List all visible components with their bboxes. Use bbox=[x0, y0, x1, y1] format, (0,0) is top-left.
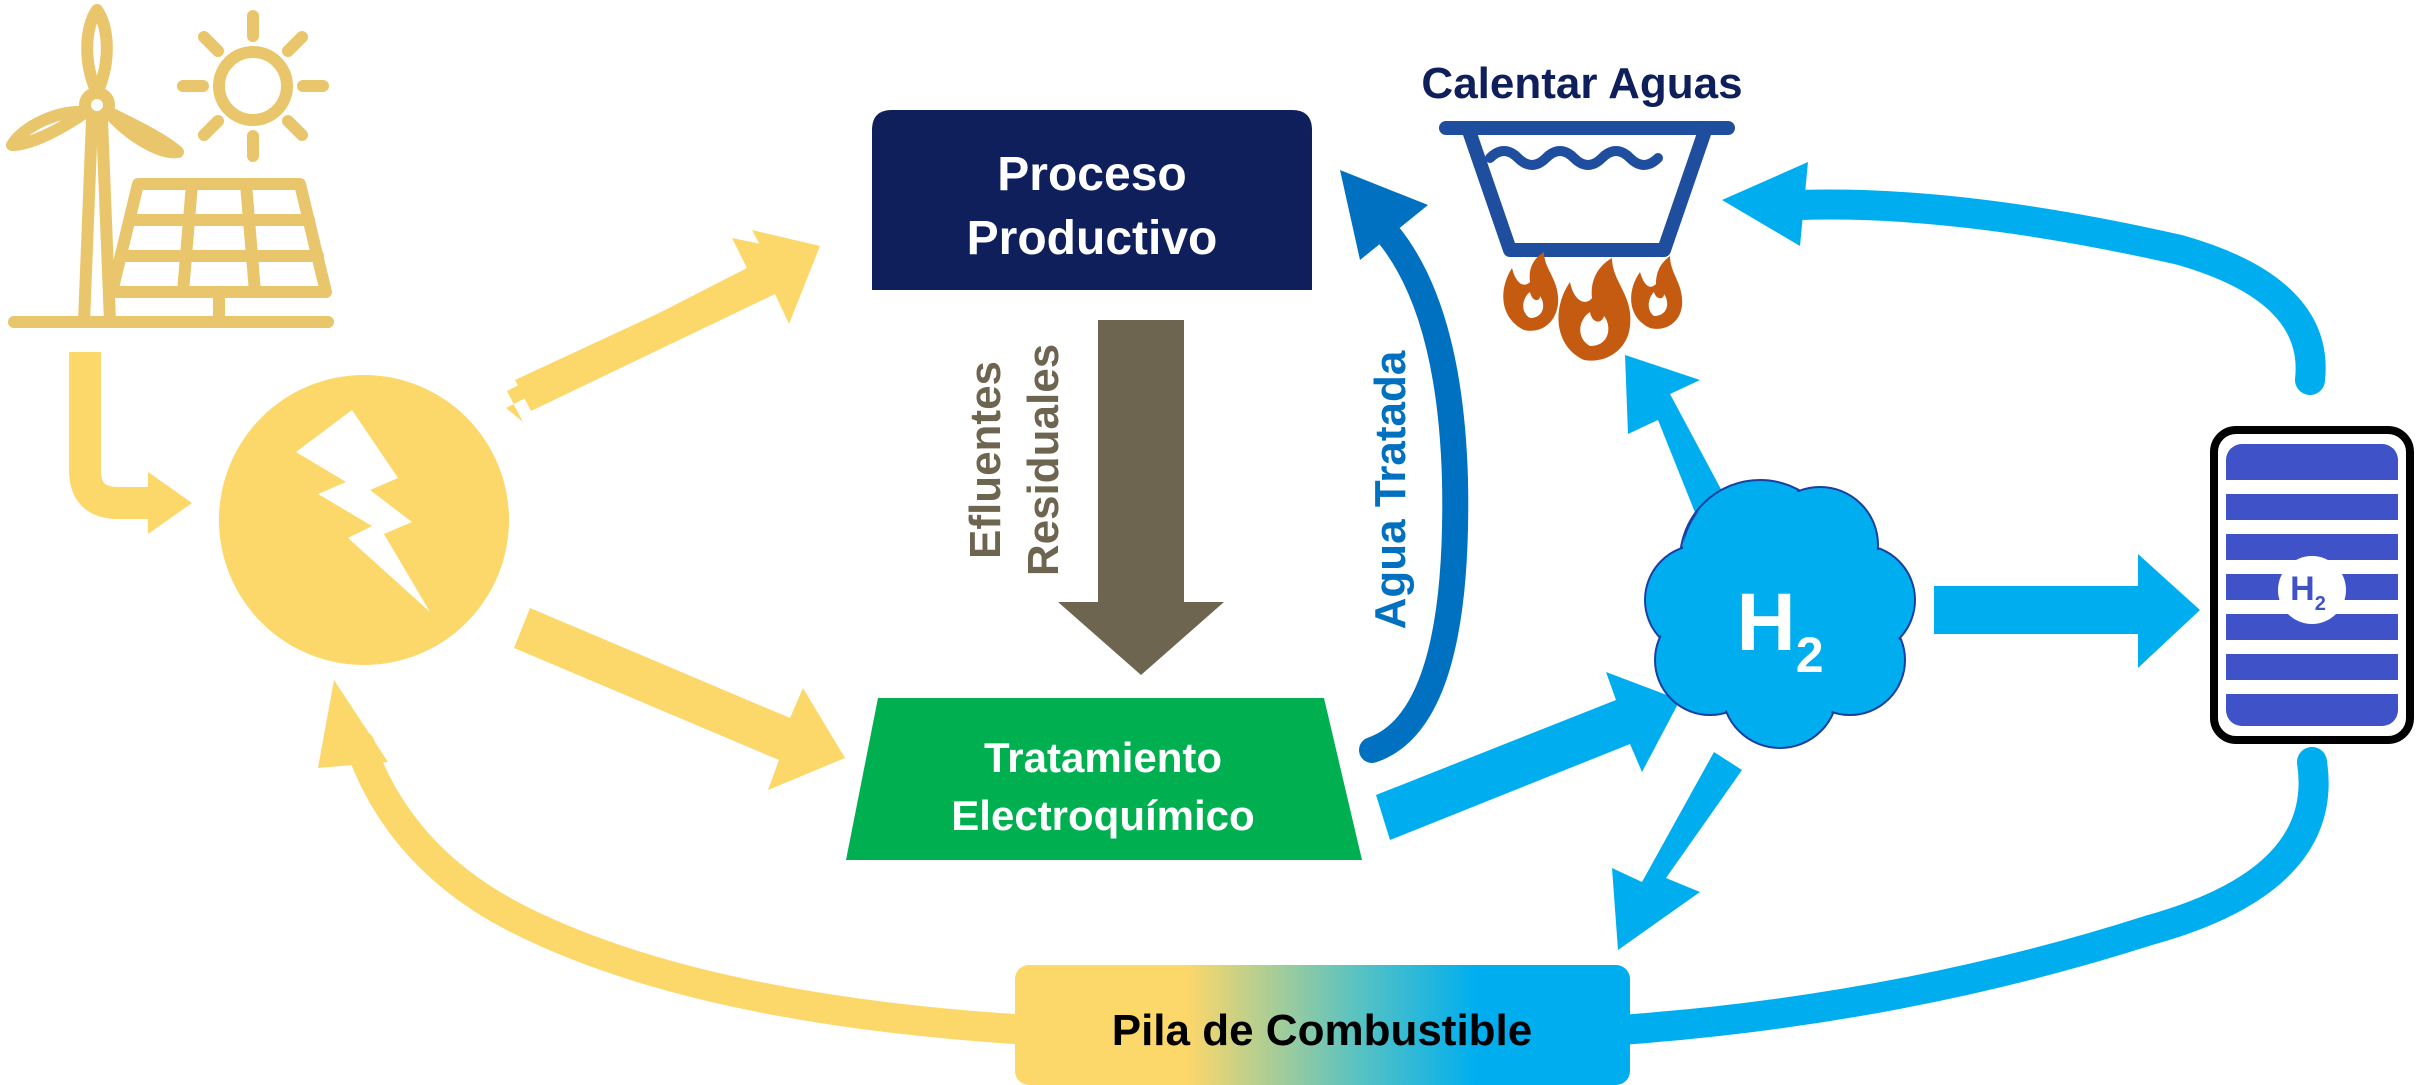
electricity-icon bbox=[219, 375, 509, 665]
proceso-productivo-box: Proceso Productivo bbox=[872, 110, 1312, 290]
efluentes-residuales-arrow bbox=[1058, 320, 1224, 675]
tank-to-calentar-arrowhead bbox=[1722, 162, 1808, 246]
pila-label: Pila de Combustible bbox=[1112, 1006, 1533, 1055]
h2-tank-label: H2 bbox=[2290, 570, 2326, 615]
solar-panel-icon bbox=[106, 178, 332, 328]
electricity-to-tratamiento-arrow bbox=[514, 608, 845, 790]
h2-to-pila-arrow bbox=[1612, 752, 1742, 950]
efluentes-label-line2: Residuales bbox=[1019, 344, 1068, 576]
sun-icon bbox=[177, 10, 329, 162]
efluentes-residuales-label: Efluentes Residuales bbox=[961, 344, 1068, 576]
pila-de-combustible-box: Pila de Combustible bbox=[1015, 965, 1630, 1085]
lightning-bolt-icon bbox=[296, 410, 430, 612]
agua-tratada-arrow bbox=[1359, 212, 1469, 763]
h2-cloud-label: H2 bbox=[1736, 577, 1823, 683]
efluentes-label-line1: Efluentes bbox=[961, 361, 1010, 559]
tratamiento-to-h2-arrow bbox=[1376, 672, 1680, 840]
electricity-to-proceso-arrow-shape bbox=[515, 230, 820, 411]
proceso-label-line2: Productivo bbox=[967, 212, 1218, 265]
renewables-to-electricity-arrowhead bbox=[148, 472, 192, 534]
h2-to-calentar-arrow bbox=[1625, 355, 1730, 520]
renewables-icon bbox=[6, 4, 334, 328]
pila-to-electricity-arrow bbox=[345, 730, 1045, 1045]
wind-turbine-icon bbox=[6, 4, 184, 328]
agua-tratada-label: Agua Tratada bbox=[1366, 350, 1415, 629]
tank-to-pila-arrow bbox=[1605, 747, 2329, 1045]
pila-to-electricity-arrowhead bbox=[318, 680, 388, 768]
tratamiento-label-line1: Tratamiento bbox=[984, 734, 1222, 781]
hydrogen-tank-icon: H2 bbox=[2210, 426, 2414, 744]
agua-tratada-arrowhead bbox=[1340, 170, 1428, 260]
fire-icon bbox=[1503, 252, 1683, 361]
proceso-label-line1: Proceso bbox=[997, 148, 1186, 201]
tratamiento-label-line2: Electroquímico bbox=[951, 792, 1254, 839]
hydrogen-cloud-icon: H2 bbox=[1644, 479, 1916, 749]
h2-to-tank-arrow bbox=[1934, 554, 2200, 668]
water-basin-icon bbox=[1439, 121, 1735, 257]
renewables-to-electricity-arrow bbox=[69, 352, 150, 519]
tank-to-calentar-arrow bbox=[1785, 189, 2326, 395]
tratamiento-electroquimico-box: Tratamiento Electroquímico bbox=[846, 698, 1362, 860]
calentar-aguas-label: Calentar Aguas bbox=[1421, 59, 1742, 108]
